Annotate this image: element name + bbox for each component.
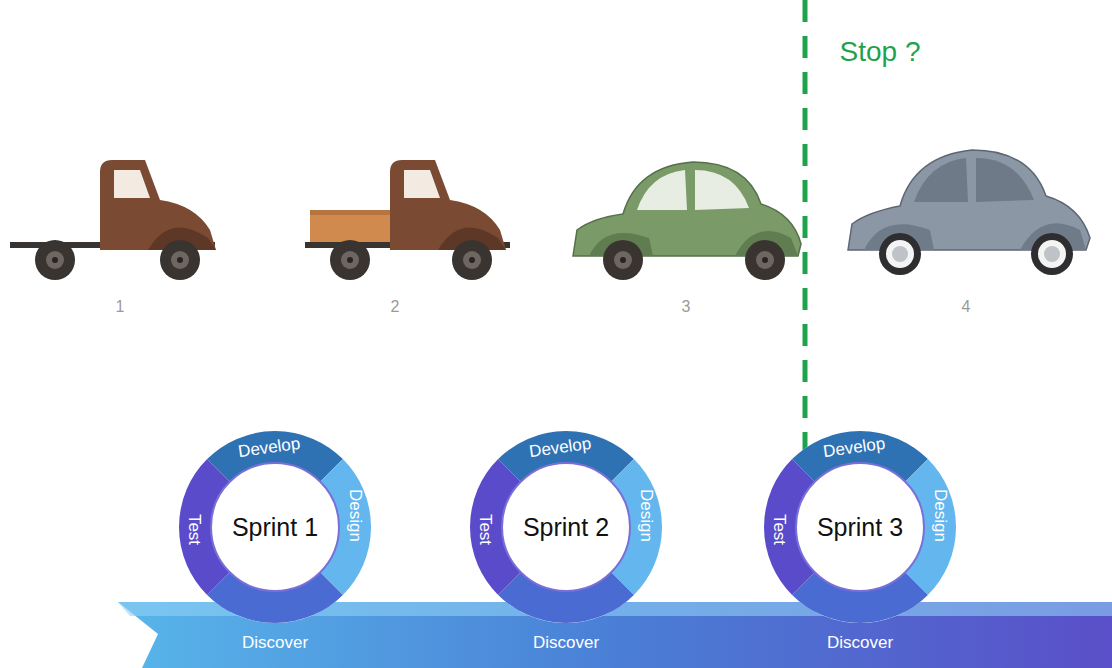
phase-label: Test xyxy=(772,513,789,544)
sprint-title: Sprint 3 xyxy=(817,515,903,540)
sprint-circle: Sprint 3DevelopDesignTest xyxy=(763,430,957,624)
ring-ground xyxy=(179,431,371,623)
callout-number: 4 xyxy=(962,299,971,315)
ring-ground xyxy=(470,431,662,623)
callout-number: 2 xyxy=(391,299,400,315)
band-label: Discover xyxy=(827,634,893,651)
callout-number: 3 xyxy=(682,299,691,315)
sprint-title: Sprint 1 xyxy=(232,515,318,540)
stop-note: Stop ? xyxy=(840,38,921,66)
sprint-circle: Sprint 2DevelopDesignTest xyxy=(469,430,663,624)
ring-inner xyxy=(211,463,339,591)
sprint-circle: Sprint 1DevelopDesignTest xyxy=(178,430,372,624)
car-green xyxy=(573,162,801,280)
phase-label: Design xyxy=(637,489,654,542)
ring-inner xyxy=(796,463,924,591)
car-pickup xyxy=(305,160,510,280)
phase-label: Design xyxy=(931,489,948,542)
ring-inner xyxy=(502,463,630,591)
car-grey xyxy=(848,150,1090,275)
phase-label: Test xyxy=(478,513,495,544)
ring-ground xyxy=(764,431,956,623)
callout-number: 1 xyxy=(116,299,125,315)
sprint-title: Sprint 2 xyxy=(523,515,609,540)
band-label: Discover xyxy=(242,634,308,651)
band-label: Discover xyxy=(533,634,599,651)
phase-label: Design xyxy=(346,489,363,542)
car-chassis xyxy=(10,160,216,280)
phase-label: Test xyxy=(187,513,204,544)
